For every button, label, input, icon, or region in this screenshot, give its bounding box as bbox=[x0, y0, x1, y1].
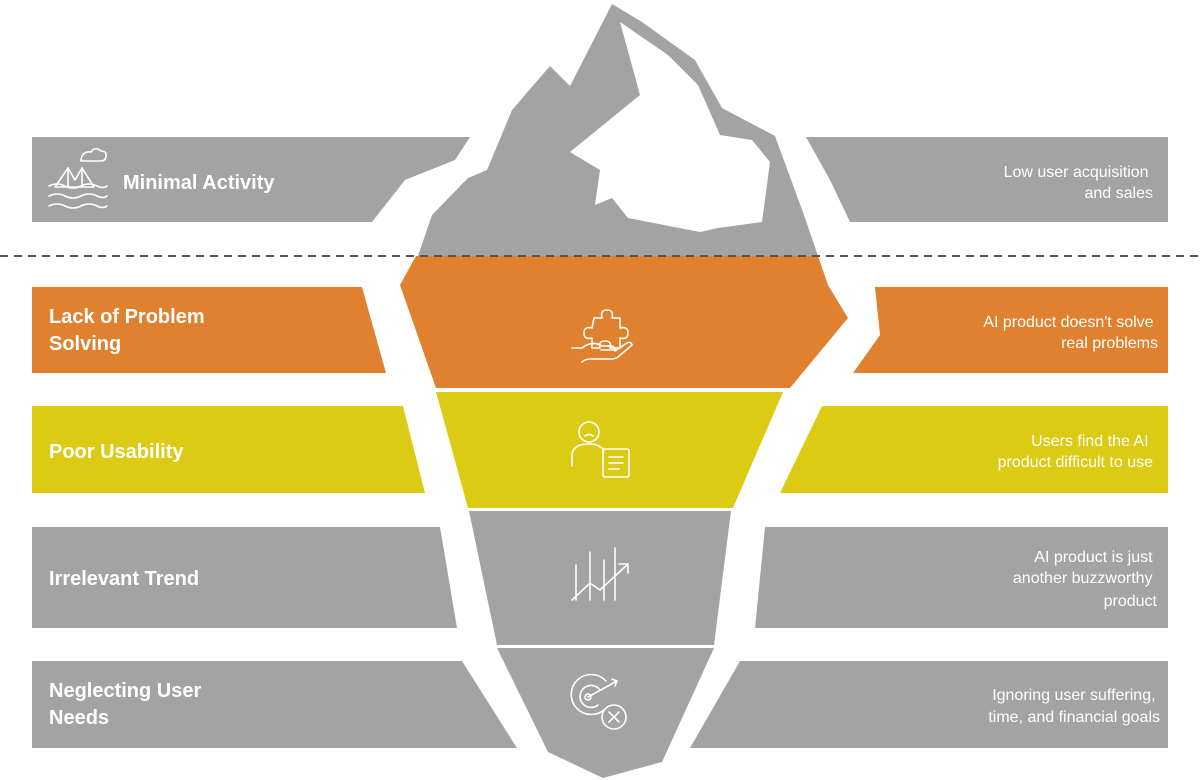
layer-3-description: AI product is just another buzzworthy pr… bbox=[1013, 549, 1158, 610]
sinking-boat-icon bbox=[48, 147, 108, 209]
target-cancel-icon bbox=[570, 673, 627, 730]
layer-4-description: Ignoring user suffering, time, and finan… bbox=[988, 687, 1160, 726]
banner-right-layer-2 bbox=[780, 406, 1168, 493]
layer-2-title: Poor Usability bbox=[49, 441, 184, 463]
layer-1-description: AI product doesn't solve real problems bbox=[983, 314, 1158, 352]
banner-right-layer-1 bbox=[853, 287, 1168, 373]
layer-4-title: Neglecting User Needs bbox=[49, 680, 207, 729]
layer-2-description: Users find the AI product difficult to u… bbox=[998, 433, 1153, 471]
layer-3-title: Irrelevant Trend bbox=[49, 568, 199, 590]
iceberg-layer-2 bbox=[436, 392, 783, 508]
iceberg-layer-1 bbox=[400, 256, 848, 388]
banner-left-layer-3 bbox=[32, 527, 457, 628]
banner-right-layer-3 bbox=[755, 527, 1168, 628]
banner-left-layer-2 bbox=[32, 406, 425, 493]
hand-puzzle-icon bbox=[571, 309, 633, 363]
tip-description: Low user acquisition and sales bbox=[1004, 164, 1153, 202]
iceberg-snow bbox=[570, 22, 770, 232]
banner-right-layer-4 bbox=[690, 661, 1168, 748]
banner-left-layer-4 bbox=[32, 661, 517, 748]
trend-chart-icon bbox=[571, 547, 629, 601]
banner-right-tip bbox=[806, 137, 1168, 222]
banner-left-tip bbox=[32, 137, 470, 222]
user-document-icon bbox=[571, 421, 630, 478]
iceberg-layer-4 bbox=[497, 648, 714, 778]
tip-title: Minimal Activity bbox=[123, 172, 275, 194]
banner-left-layer-1 bbox=[32, 287, 386, 373]
layer-1-title: Lack of Problem Solving bbox=[49, 306, 210, 355]
iceberg-layer-3 bbox=[469, 511, 731, 645]
